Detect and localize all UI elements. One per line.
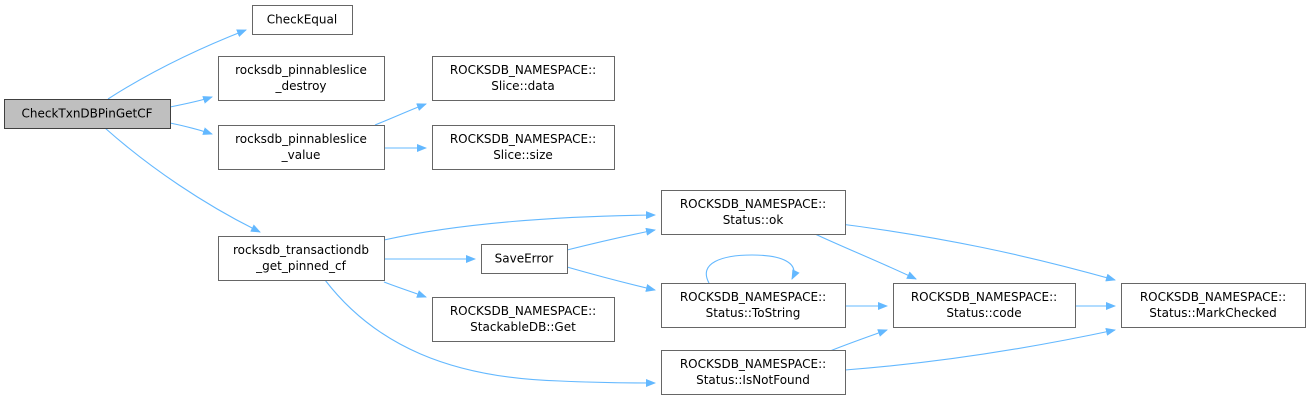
node-label-line: Status::IsNotFound: [696, 373, 810, 387]
node-label-line: ROCKSDB_NAMESPACE::: [450, 63, 596, 77]
node-stackget[interactable]: ROCKSDB_NAMESPACE::StackableDB::Get: [432, 297, 615, 342]
edge-value-to-slicedata: [374, 103, 427, 126]
node-box: [218, 56, 385, 101]
edge-isnotfound-to-markchecked: [844, 327, 1116, 371]
node-label-line: _get_pinned_cf: [255, 259, 346, 273]
node-box: [481, 244, 568, 274]
edges-layer: [104, 29, 1116, 387]
node-label-line: Status::MarkChecked: [1149, 306, 1276, 320]
node-isnotfound[interactable]: ROCKSDB_NAMESPACE::Status::IsNotFound: [661, 350, 846, 395]
node-label-line: rocksdb_pinnableslice: [235, 63, 367, 77]
node-slicesize[interactable]: ROCKSDB_NAMESPACE::Slice::size: [432, 125, 615, 170]
edge-getpinned-to-statusok: [383, 211, 656, 241]
node-code[interactable]: ROCKSDB_NAMESPACE::Status::code: [893, 283, 1076, 328]
node-label-line: ROCKSDB_NAMESPACE::: [450, 304, 596, 318]
node-label-line: ROCKSDB_NAMESPACE::: [680, 290, 826, 304]
node-label-line: Status::code: [946, 306, 1021, 320]
node-label-line: CheckTxnDBPinGetCF: [21, 107, 152, 121]
edge-getpinned-to-isnotfound: [324, 279, 656, 387]
edge-root-to-destroy: [169, 96, 213, 108]
edge-root-to-getpinned: [104, 127, 261, 233]
node-box: [661, 283, 846, 328]
node-box: [218, 236, 385, 281]
node-label-line: Slice::data: [491, 79, 554, 93]
edge-saveerror-to-statusok: [566, 227, 656, 251]
node-box: [4, 99, 171, 129]
node-box: [432, 297, 615, 342]
edge-root-to-value: [169, 122, 213, 135]
node-saveerror[interactable]: SaveError: [481, 244, 568, 274]
node-box: [661, 350, 846, 395]
node-label-line: ROCKSDB_NAMESPACE::: [911, 290, 1057, 304]
edge-tostring-to-tostring: [705, 254, 800, 284]
node-label-line: _destroy: [274, 79, 326, 93]
node-box: [661, 190, 846, 235]
node-label-line: CheckEqual: [267, 13, 337, 27]
node-statusok[interactable]: ROCKSDB_NAMESPACE::Status::ok: [661, 190, 846, 235]
edge-statusok-to-markchecked: [824, 221, 1116, 282]
node-label-line: rocksdb_transactiondb: [233, 243, 369, 257]
node-box: [1121, 283, 1306, 328]
node-markchecked[interactable]: ROCKSDB_NAMESPACE::Status::MarkChecked: [1121, 283, 1306, 328]
node-box: [432, 125, 615, 170]
node-root[interactable]: CheckTxnDBPinGetCF: [4, 99, 171, 129]
node-label-line: StackableDB::Get: [470, 320, 576, 334]
node-label-line: Status::ok: [723, 213, 784, 227]
node-value[interactable]: rocksdb_pinnableslice _value: [218, 125, 385, 170]
node-getpinned[interactable]: rocksdb_transactiondb _get_pinned_cf: [218, 236, 385, 281]
nodes-layer: CheckTxnDBPinGetCF CheckEqual rocksdb_pinn…: [4, 5, 1306, 395]
node-slicedata[interactable]: ROCKSDB_NAMESPACE::Slice::data: [432, 56, 615, 101]
edge-saveerror-to-tostring: [566, 266, 656, 292]
node-box: [893, 283, 1076, 328]
node-label-line: rocksdb_pinnableslice: [235, 132, 367, 146]
node-tostring[interactable]: ROCKSDB_NAMESPACE::Status::ToString: [661, 283, 846, 328]
node-label-line: ROCKSDB_NAMESPACE::: [1140, 290, 1286, 304]
node-box: [432, 56, 615, 101]
node-label-line: Status::ToString: [706, 306, 801, 320]
node-checkequal[interactable]: CheckEqual: [252, 5, 353, 35]
edge-isnotfound-to-code: [829, 329, 888, 352]
node-label-line: _value: [281, 148, 321, 162]
node-label-line: ROCKSDB_NAMESPACE::: [680, 197, 826, 211]
edge-statusok-to-code: [814, 233, 917, 280]
node-box: [218, 125, 385, 170]
node-label-line: ROCKSDB_NAMESPACE::: [450, 132, 596, 146]
edge-root-to-checkequal: [107, 29, 247, 100]
node-destroy[interactable]: rocksdb_pinnableslice _destroy: [218, 56, 385, 101]
edge-getpinned-to-stackget: [383, 281, 427, 298]
node-label-line: ROCKSDB_NAMESPACE::: [680, 357, 826, 371]
node-label-line: SaveError: [495, 252, 554, 266]
node-label-line: Slice::size: [493, 148, 553, 162]
node-box: [252, 5, 353, 35]
